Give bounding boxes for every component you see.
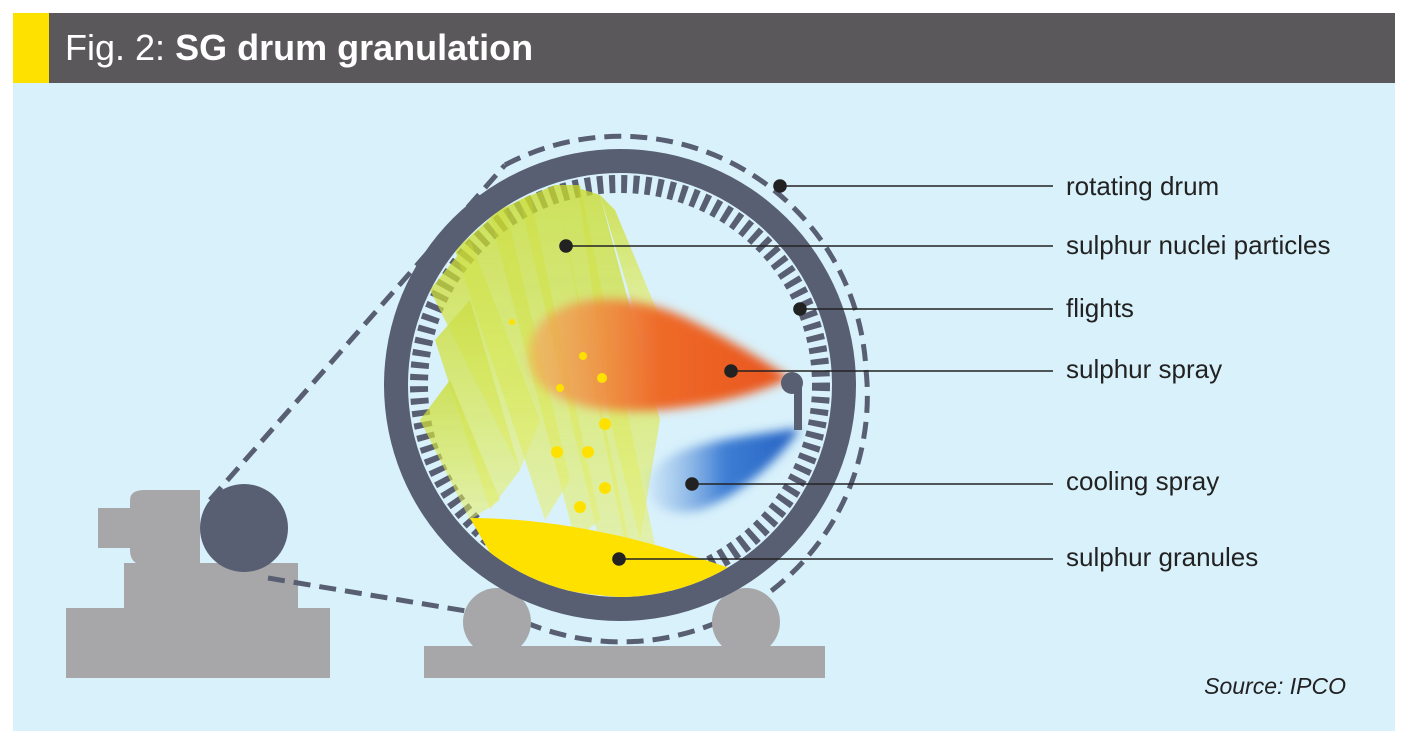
label-sulphur-granules: sulphur granules xyxy=(1066,542,1258,572)
drum-support xyxy=(424,588,825,678)
label-flights: flights xyxy=(1066,293,1134,323)
motor-platform xyxy=(124,563,298,609)
motor-housing xyxy=(130,490,200,565)
label-rotating-drum: rotating drum xyxy=(1066,171,1219,201)
label-sulphur-spray: sulphur spray xyxy=(1066,354,1222,384)
figure-title: Fig. 2: SG drum granulation xyxy=(65,25,533,71)
leader-lines xyxy=(559,179,1053,566)
motor-unit xyxy=(66,484,330,678)
header-accent-bar xyxy=(13,13,49,83)
figure-title-text: SG drum granulation xyxy=(175,27,534,68)
cooling-spray-cone xyxy=(649,428,800,513)
granule-bed xyxy=(470,518,735,597)
drive-pulley xyxy=(200,484,288,572)
nuclei-particles xyxy=(509,319,611,513)
roller-right xyxy=(712,588,780,656)
motor-base xyxy=(66,608,330,678)
drum-contents xyxy=(420,185,800,597)
sulphur-spray-cone xyxy=(528,299,790,411)
spray-nozzle xyxy=(781,372,803,430)
roller-left xyxy=(463,588,531,656)
source-credit: Source: IPCO xyxy=(1204,673,1346,699)
figure-header: Fig. 2: SG drum granulation xyxy=(13,13,1395,83)
label-cooling-spray: cooling spray xyxy=(1066,466,1219,496)
figure-number: Fig. 2: xyxy=(65,27,166,68)
label-sulphur-nuclei: sulphur nuclei particles xyxy=(1066,230,1330,260)
